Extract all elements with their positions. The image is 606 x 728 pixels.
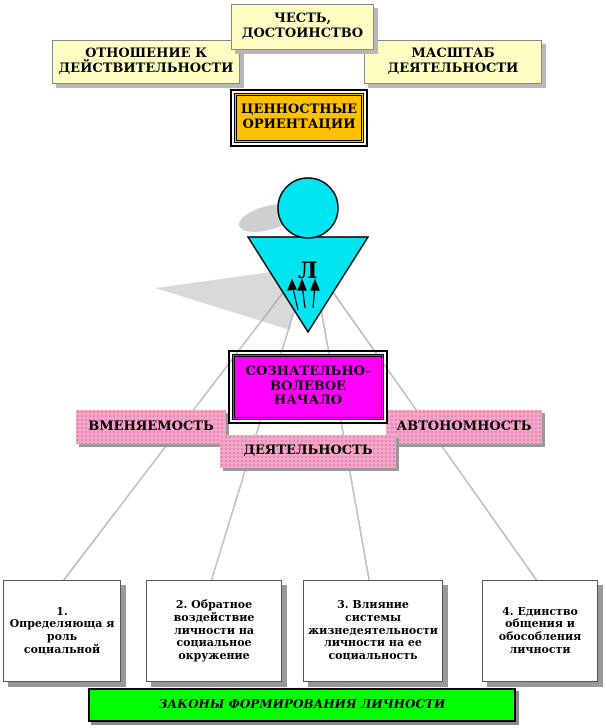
sanity-label: ВМЕНЯЕМОСТЬ <box>88 418 214 434</box>
values-label: ЦЕННОСТНЫЕ ОРИЕНТАЦИИ <box>240 102 358 132</box>
law-label: 1. Определяюща я роль социальной <box>9 604 115 656</box>
law-label: 3. Влияние системы жизнедеятельности лич… <box>308 598 438 662</box>
autonomy-box: АВТОНОМНОСТЬ <box>386 410 542 444</box>
autonomy-label: АВТОНОМНОСТЬ <box>396 418 532 434</box>
activity-box: ДЕЯТЕЛЬНОСТЬ <box>220 435 396 468</box>
scale-label: МАСШТАБ ДЕЯТЕЛЬНОСТИ <box>387 46 519 76</box>
values-box: ЦЕННОСТНЫЕ ОРИЕНТАЦИИ <box>230 89 368 147</box>
law-box: 3. Влияние системы жизнедеятельности лич… <box>303 580 443 682</box>
law-box: 4. Единство общения и обособления личнос… <box>482 580 598 682</box>
law-label: 2. Обратное воздействие личности на соци… <box>173 598 255 662</box>
arrow-head <box>297 278 307 291</box>
conscious-label: СОЗНАТЕЛЬНО-ВОЛЕВОЕ НАЧАЛО <box>245 363 371 409</box>
activity-label: ДЕЯТЕЛЬНОСТЬ <box>243 443 373 459</box>
arrow-head <box>310 278 320 291</box>
scale-box: МАСШТАБ ДЕЯТЕЛЬНОСТИ <box>364 40 542 84</box>
attitude-label: ОТНОШЕНИЕ К ДЕЙСТВИТЕЛЬНОСТИ <box>58 46 234 76</box>
law-box: 2. Обратное воздействие личности на соци… <box>146 580 282 682</box>
law-label: 4. Единство общения и обособления личнос… <box>498 604 582 656</box>
honor-box: ЧЕСТЬ, ДОСТОИНСТВО <box>231 4 374 50</box>
person-letter: Л <box>298 258 318 284</box>
laws-title: ЗАКОНЫ ФОРМИРОВАНИЯ ЛИЧНОСТИ <box>158 697 446 712</box>
sanity-box: ВМЕНЯЕМОСТЬ <box>76 410 226 444</box>
conscious-box: СОЗНАТЕЛЬНО-ВОЛЕВОЕ НАЧАЛО <box>228 350 388 424</box>
body-shadow <box>155 268 300 330</box>
laws-title-box: ЗАКОНЫ ФОРМИРОВАНИЯ ЛИЧНОСТИ <box>88 688 516 722</box>
person-head-circle <box>277 177 339 239</box>
honor-label: ЧЕСТЬ, ДОСТОИНСТВО <box>241 11 364 41</box>
arrows <box>287 278 320 311</box>
law-box: 1. Определяюща я роль социальной <box>3 580 121 682</box>
attitude-box: ОТНОШЕНИЕ К ДЕЙСТВИТЕЛЬНОСТИ <box>52 40 240 84</box>
arrow-head <box>287 278 297 291</box>
